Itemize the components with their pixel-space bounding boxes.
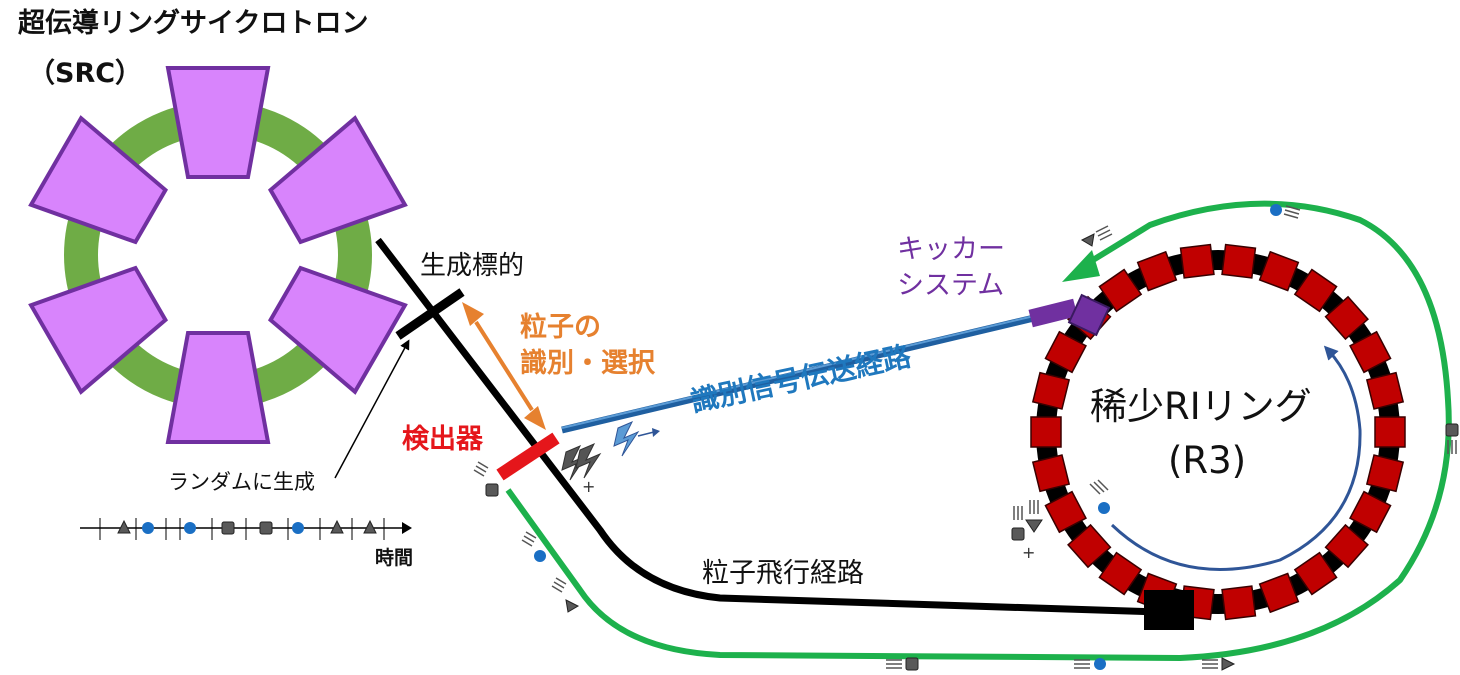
r3-magnet: [1293, 268, 1338, 313]
particle-triangle: [1025, 500, 1043, 533]
src-subtitle: （SRC）: [28, 58, 143, 89]
src-sector: [165, 331, 271, 444]
r3-magnet: [1067, 523, 1112, 569]
particle-circle: [1089, 479, 1110, 514]
particle-circle: [1270, 204, 1301, 219]
kicker-box: [1067, 293, 1111, 337]
particle-triangle: [551, 577, 580, 613]
svg-text:+: +: [1022, 543, 1035, 562]
r3-magnet: [1293, 551, 1338, 596]
r3-magnet: [1098, 551, 1143, 596]
identification-label: 粒子の 識別・選択: [520, 310, 655, 383]
timeline: [80, 518, 412, 540]
kicker-line1: キッカー: [897, 234, 1005, 265]
timeline-particle-triangle: [363, 519, 377, 534]
src-sectors: [28, 66, 408, 444]
signal-icons: +: [561, 421, 660, 496]
kicker-bar: [1028, 298, 1078, 328]
r3-ring: [1030, 243, 1406, 630]
timeline-particle-triangle: [117, 519, 131, 534]
timeline-particle-circle: [292, 522, 304, 534]
signal-line-highlight: [561, 315, 1035, 429]
particle-square: [1445, 423, 1459, 454]
signal-line: [561, 314, 1035, 434]
src-sector: [28, 115, 169, 245]
r3-magnet: [1374, 416, 1406, 448]
r3-magnet: [1365, 454, 1405, 493]
src-sector: [165, 66, 271, 179]
ring-name-label: 稀少RIリング: [1090, 385, 1312, 428]
r3-magnet: [1349, 330, 1392, 374]
particle-square: [886, 657, 919, 671]
src-sector: [267, 265, 408, 395]
r3-magnet: [1031, 371, 1071, 410]
particle-square: [473, 461, 499, 497]
r3-magnet: [1258, 572, 1300, 614]
detector-bar: [496, 432, 560, 481]
random-pointer: [334, 339, 410, 479]
r3-magnet: [1324, 295, 1369, 341]
r3-magnet: [1324, 523, 1369, 569]
src-cyclotron: [28, 66, 408, 444]
particle-circle: [521, 531, 546, 562]
particle-triangle: [1080, 225, 1113, 247]
timeline-ticks: [99, 518, 385, 540]
r3-magnet: [1179, 243, 1215, 279]
ring-sub-label: (R3): [1168, 439, 1247, 482]
src-sector: [267, 115, 408, 245]
r3-magnets: [1030, 243, 1406, 621]
path-particles: +: [473, 204, 1459, 671]
timeline-particle-square: [221, 521, 235, 535]
r3-magnet: [1221, 585, 1257, 621]
r3-magnet: [1031, 454, 1071, 493]
svg-text:+: +: [582, 477, 595, 496]
particle-triangle: [1202, 657, 1236, 671]
timeline-particle-triangle: [330, 519, 344, 534]
green-return-path: [505, 200, 1452, 662]
time-axis-label: 時間: [375, 547, 414, 569]
src-title: 超伝導リングサイクロトロン: [18, 8, 369, 39]
kicker-line2: システム: [897, 270, 1005, 302]
r3-magnet: [1221, 243, 1257, 279]
timeline-particle-circle: [184, 522, 196, 534]
particle-circle: [1074, 658, 1106, 670]
r3-magnet: [1365, 371, 1405, 410]
random-generation-label: ランダムに生成: [168, 470, 315, 494]
identification-line1: 粒子の: [520, 312, 601, 343]
production-target: [395, 288, 465, 340]
r3-magnet: [1044, 330, 1087, 374]
kicker-label: キッカー システム: [897, 232, 1005, 305]
r3-magnet: [1349, 490, 1392, 534]
src-sector: [28, 265, 169, 395]
flight-path: [375, 237, 1161, 616]
timeline-particle-circle: [142, 522, 154, 534]
flight-path-label: 粒子飛行経路: [702, 558, 864, 589]
r3-magnet: [1044, 490, 1087, 534]
timeline-particle-square: [259, 521, 273, 535]
green-arrowhead: [1062, 250, 1100, 282]
r3-magnet: [1258, 250, 1300, 292]
r3-magnet: [1136, 250, 1178, 292]
target-label: 生成標的: [420, 251, 525, 281]
r3-magnet: [1098, 268, 1143, 313]
particle-square: [1011, 506, 1025, 541]
r3-circulation-arrow: [1110, 345, 1362, 571]
identification-line2: 識別・選択: [520, 348, 655, 380]
identification-arrow: [462, 302, 546, 430]
r3-magnet: [1030, 416, 1062, 448]
detector-label: 検出器: [402, 424, 483, 455]
